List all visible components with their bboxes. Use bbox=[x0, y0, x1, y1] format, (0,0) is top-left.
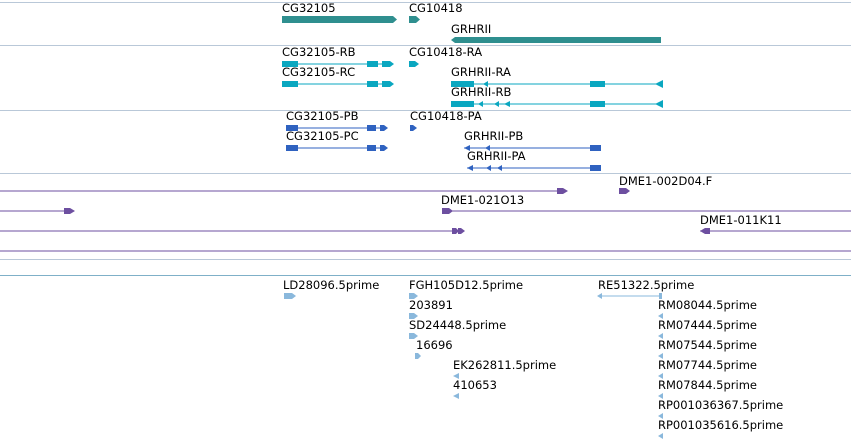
est-label: RP001036367.5prime bbox=[658, 398, 784, 412]
track-separator bbox=[0, 173, 851, 174]
track-separator bbox=[0, 259, 851, 260]
transcript-track bbox=[282, 61, 663, 108]
clone-label: DME1-002D04.F bbox=[619, 174, 713, 188]
est-label: RM07744.5prime bbox=[658, 358, 757, 372]
protein-cg10418-pa[interactable] bbox=[410, 125, 417, 131]
est-label: RM08044.5prime bbox=[658, 298, 757, 312]
transcript-label: GRHRII-RB bbox=[451, 85, 512, 99]
clone-track bbox=[0, 188, 851, 252]
protein-grhrii-pb[interactable] bbox=[464, 145, 601, 151]
est-rp001035616[interactable] bbox=[658, 433, 663, 439]
est-16696[interactable] bbox=[415, 353, 421, 359]
transcript-cg32105-rc[interactable] bbox=[282, 81, 394, 87]
est-track bbox=[284, 293, 663, 439]
protein-track bbox=[286, 125, 601, 171]
transcript-label: CG32105-RC bbox=[282, 65, 356, 79]
protein-label: CG32105-PB bbox=[286, 109, 359, 123]
est-label: RE51322.5prime bbox=[598, 278, 695, 292]
est-rm07844[interactable] bbox=[658, 393, 663, 399]
protein-cg32105-pc[interactable] bbox=[286, 145, 388, 151]
transcript-grhrii-rb[interactable] bbox=[451, 100, 663, 108]
protein-label: GRHRII-PB bbox=[464, 129, 524, 143]
track-separator bbox=[0, 275, 851, 276]
est-rm08044[interactable] bbox=[658, 313, 663, 319]
clone-line-3[interactable] bbox=[0, 228, 465, 234]
est-203891[interactable] bbox=[409, 313, 418, 319]
est-ek262811[interactable] bbox=[453, 373, 459, 379]
track-separator bbox=[0, 2, 851, 3]
est-label: 16696 bbox=[416, 338, 453, 352]
protein-cg32105-pb[interactable] bbox=[286, 125, 388, 131]
est-label: RM07544.5prime bbox=[658, 338, 757, 352]
protein-label: CG32105-PC bbox=[286, 129, 359, 143]
track-separator bbox=[0, 45, 851, 46]
est-label: EK262811.5prime bbox=[453, 358, 557, 372]
clone-line-1[interactable] bbox=[0, 188, 568, 194]
est-label: FGH105D12.5prime bbox=[409, 278, 524, 292]
clone-line-2[interactable] bbox=[0, 208, 75, 214]
gene-label: GRHRII bbox=[451, 22, 492, 36]
est-410653[interactable] bbox=[453, 393, 459, 399]
est-rm07444[interactable] bbox=[658, 333, 663, 339]
gene-cg10418[interactable] bbox=[409, 16, 420, 23]
est-label: 410653 bbox=[453, 378, 497, 392]
gene-label: CG32105 bbox=[282, 1, 336, 15]
protein-label: CG10418-PA bbox=[410, 109, 482, 123]
est-label: RM07444.5prime bbox=[658, 318, 757, 332]
gene-label: CG10418 bbox=[409, 1, 463, 15]
est-label: RM07844.5prime bbox=[658, 378, 757, 392]
est-label: SD24448.5prime bbox=[409, 318, 507, 332]
est-label: RP001035616.5prime bbox=[658, 418, 784, 432]
transcript-cg10418-ra[interactable] bbox=[409, 61, 419, 67]
gene-grhrii[interactable] bbox=[451, 37, 661, 43]
est-ld28096[interactable] bbox=[284, 293, 296, 299]
transcript-cg32105-rb[interactable] bbox=[282, 61, 394, 67]
clone-dme1-002d04-f[interactable] bbox=[619, 188, 630, 194]
est-fgh105d12[interactable] bbox=[409, 293, 418, 299]
gene-cg32105[interactable] bbox=[282, 16, 397, 23]
est-sd24448[interactable] bbox=[409, 333, 418, 339]
transcript-grhrii-ra[interactable] bbox=[451, 80, 663, 88]
track-separator bbox=[0, 110, 851, 111]
clone-dme1-011k11[interactable] bbox=[700, 228, 851, 234]
est-label: LD28096.5prime bbox=[283, 278, 380, 292]
transcript-label: CG32105-RB bbox=[282, 45, 356, 59]
est-rp001036367[interactable] bbox=[658, 413, 663, 419]
est-rm07544[interactable] bbox=[658, 353, 663, 359]
protein-grhrii-pa[interactable] bbox=[467, 165, 601, 171]
clone-dme1-021o13[interactable] bbox=[442, 208, 851, 214]
est-rm07744[interactable] bbox=[658, 373, 663, 379]
transcript-label: CG10418-RA bbox=[409, 45, 483, 59]
est-re51322[interactable] bbox=[597, 293, 662, 299]
est-label: 203891 bbox=[409, 298, 453, 312]
transcript-label: GRHRII-RA bbox=[451, 65, 511, 79]
protein-label: GRHRII-PA bbox=[467, 149, 526, 163]
clone-label: DME1-011K11 bbox=[700, 213, 782, 227]
clone-label: DME1-021O13 bbox=[441, 193, 525, 207]
gene-track bbox=[282, 16, 661, 43]
